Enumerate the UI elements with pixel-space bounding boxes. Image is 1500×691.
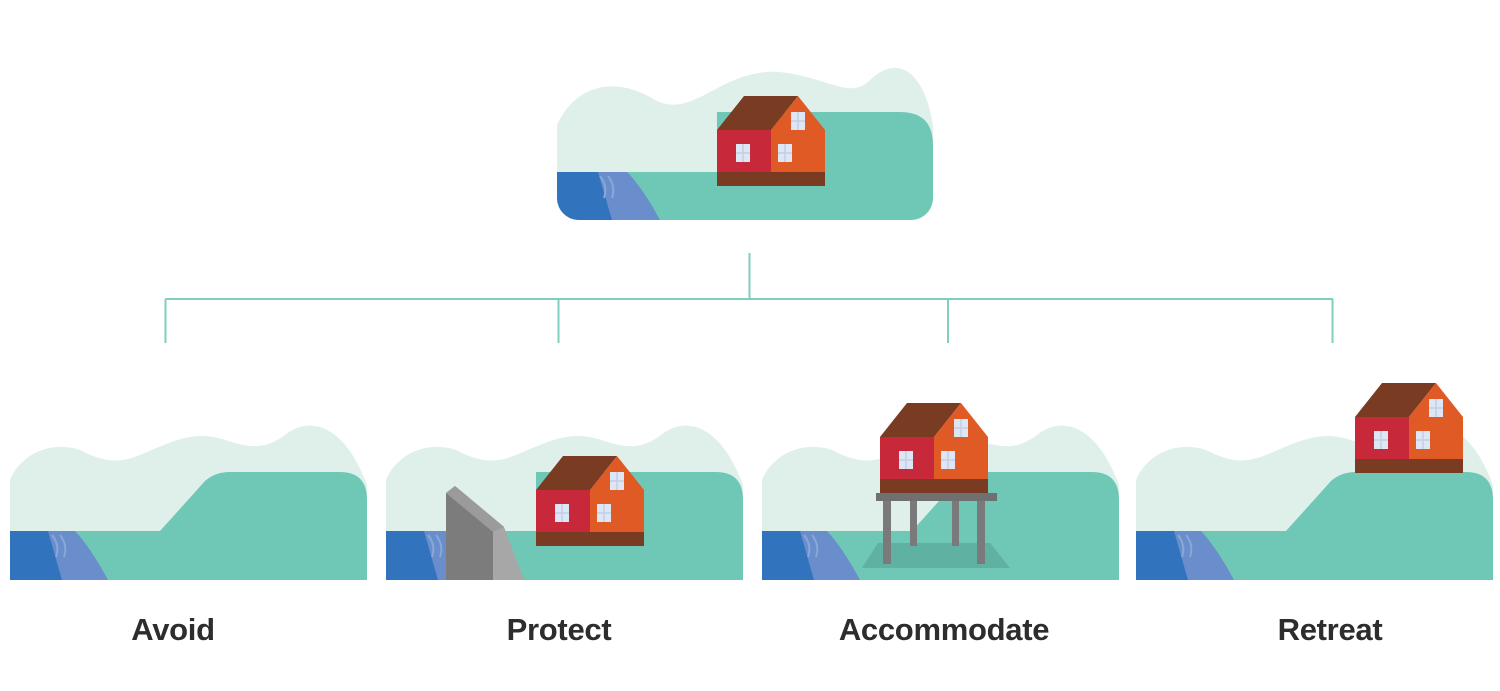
land [10,472,367,580]
shallow-water [800,531,860,580]
strategy-label-protect: Protect [506,612,612,647]
deep-water [1136,531,1191,580]
strategy-label-avoid: Avoid [131,612,215,647]
deep-water [10,531,65,580]
stilts-icon [876,493,997,564]
seawall-icon [446,486,524,580]
land [762,472,1119,580]
strategy-label-retreat: Retreat [1277,612,1383,647]
tree-connectors [164,253,1334,343]
stilt-shadow [862,543,1010,568]
current-situation-panel [557,67,933,220]
shallow-water [48,531,108,580]
shallow-water [1174,531,1234,580]
house-icon [879,402,989,494]
deep-water [386,531,441,580]
house-icon [1354,382,1464,474]
strategy-label-accommodate: Accommodate [838,612,1050,647]
accommodate-panel [762,402,1119,580]
deep-water [557,172,615,220]
land [1136,472,1493,580]
shallow-water [598,172,660,220]
protect-panel [386,425,743,580]
deep-water [762,531,817,580]
avoid-panel [10,425,367,580]
